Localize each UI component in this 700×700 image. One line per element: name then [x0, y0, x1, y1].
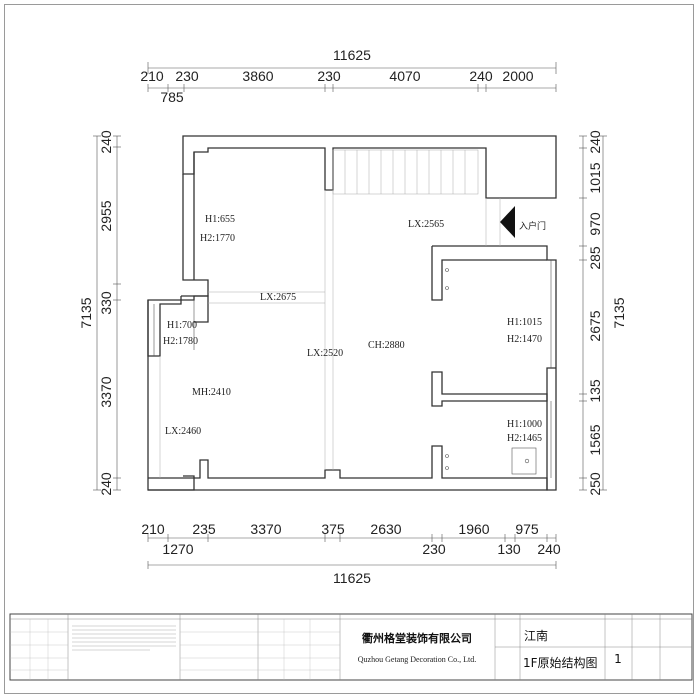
bottom-sub-dim-4: 240 — [537, 541, 561, 557]
top-sub-dim: 785 — [160, 89, 184, 105]
right-dim-7: 1565 — [587, 424, 603, 455]
right-dim-8: 250 — [587, 472, 603, 496]
label-right-h2: H2:1470 — [507, 334, 542, 345]
label-room1-h2: H2:1770 — [200, 233, 235, 244]
top-dim-5: 4070 — [389, 68, 420, 84]
fixtures — [445, 268, 537, 475]
right-dim-5: 2675 — [587, 310, 603, 341]
walls — [147, 135, 557, 491]
label-entrance: 入户门 — [519, 220, 546, 232]
top-dim-6: 240 — [469, 68, 493, 84]
label-room1-h1: H1:655 — [205, 214, 235, 225]
title-sheet-number: 1 — [614, 652, 622, 666]
label-ceiling-height: CH:2880 — [368, 340, 405, 351]
label-bottom-right-h1: H1:1000 — [507, 419, 542, 430]
right-dim-6: 135 — [587, 379, 603, 403]
title-company-cn: 衢州格堂装饰有限公司 — [362, 631, 472, 645]
title-block — [9, 613, 693, 681]
bottom-dim-7: 975 — [515, 521, 539, 537]
label-lx-mid: LX:2675 — [260, 292, 296, 303]
bottom-dim-2: 235 — [192, 521, 216, 537]
label-bottom-right-h2: H2:1465 — [507, 433, 542, 444]
top-dim-1: 210 — [140, 68, 164, 84]
drawing-sheet — [4, 4, 694, 694]
title-company-en: Quzhou Getang Decoration Co., Ltd. — [358, 655, 476, 664]
label-right-h1: H1:1015 — [507, 317, 542, 328]
label-lx-top: LX:2565 — [408, 219, 444, 230]
entrance-arrow-icon — [500, 206, 515, 238]
left-total-dim: 7135 — [78, 297, 94, 328]
right-dim-4: 285 — [587, 246, 603, 270]
title-drawing-name: 1F原始结构图 — [523, 655, 598, 670]
top-dim-4: 230 — [317, 68, 341, 84]
label-lx-left: LX:2460 — [165, 426, 201, 437]
label-lx-center: LX:2520 — [307, 348, 343, 359]
left-dim-2: 2955 — [98, 200, 114, 231]
label-window-h2: H2:1780 — [163, 336, 198, 347]
bottom-dim-5: 2630 — [370, 521, 401, 537]
bottom-dim-3: 3370 — [250, 521, 281, 537]
left-dim-1: 240 — [98, 130, 114, 154]
left-dim-3: 330 — [98, 291, 114, 315]
bottom-dim-4: 375 — [321, 521, 345, 537]
label-window-h1: H1:700 — [167, 320, 197, 331]
bottom-sub-dim-2: 230 — [422, 541, 446, 557]
right-dim-1: 240 — [587, 130, 603, 154]
staircase — [332, 149, 479, 195]
top-dim-3: 3860 — [242, 68, 273, 84]
bottom-sub-dim-3: 130 — [497, 541, 521, 557]
left-dim-4: 3370 — [98, 376, 114, 407]
left-dim-5: 240 — [98, 472, 114, 496]
label-mh: MH:2410 — [192, 387, 231, 398]
top-total-dim: 11625 — [333, 47, 371, 63]
top-dim-2: 230 — [175, 68, 199, 84]
bottom-dim-6: 1960 — [458, 521, 489, 537]
right-dim-3: 970 — [587, 212, 603, 236]
beam-lines — [159, 190, 501, 478]
bottom-sub-dim-1: 1270 — [162, 541, 193, 557]
bottom-total-dim: 11625 — [333, 570, 371, 586]
title-project-name: 江南 — [524, 628, 548, 643]
right-total-dim: 7135 — [611, 297, 627, 328]
right-dim-2: 1015 — [587, 162, 603, 193]
bottom-dim-1: 210 — [141, 521, 165, 537]
top-dim-7: 2000 — [502, 68, 533, 84]
